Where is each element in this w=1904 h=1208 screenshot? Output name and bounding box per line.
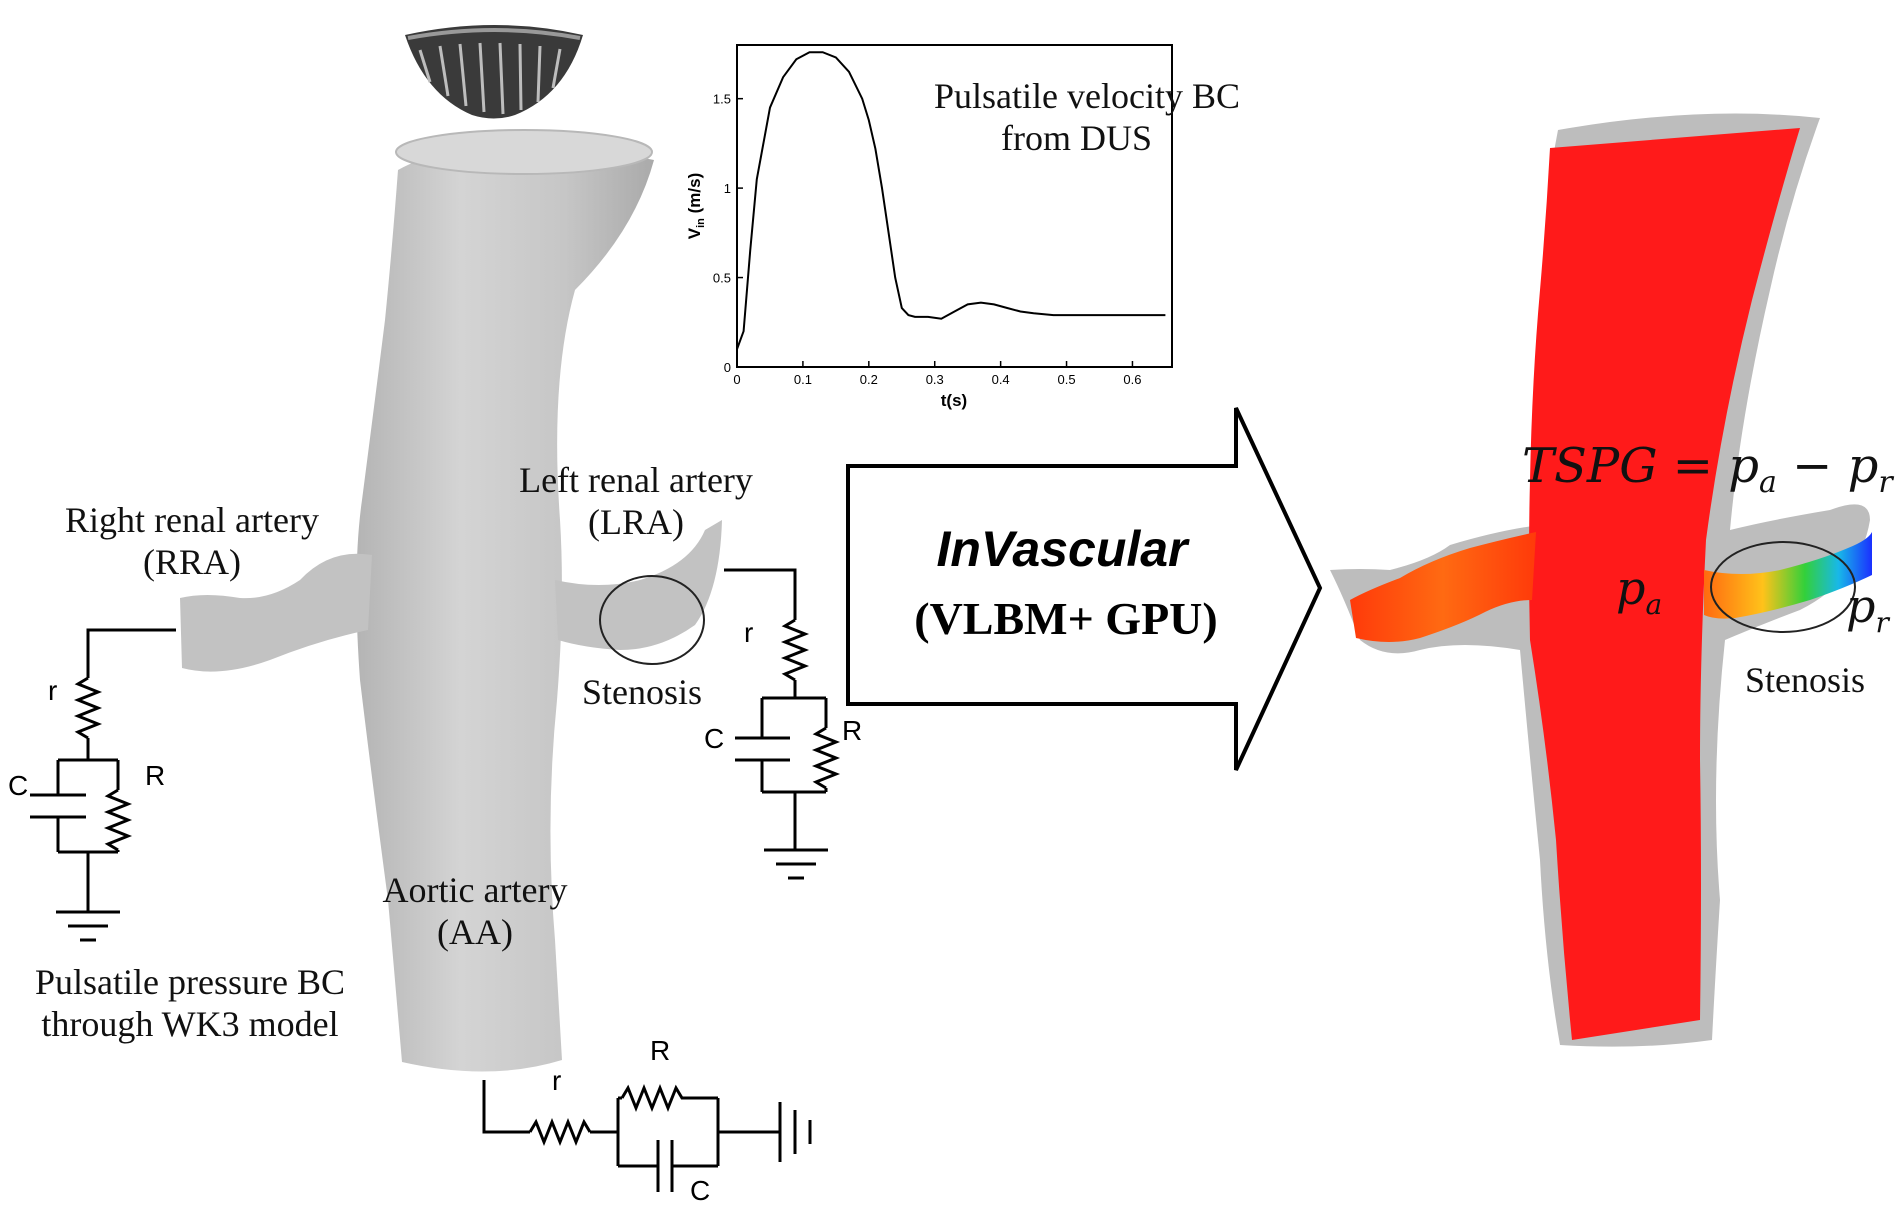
right-vessel-rra-region: [1350, 532, 1536, 642]
x-tick-label: 0.1: [794, 372, 812, 387]
label-pr-sub: r: [1875, 606, 1890, 639]
chart-y-axis-label: Vin (m/s): [685, 173, 707, 239]
label-right-renal-artery: Right renal artery: [65, 500, 319, 540]
chart-series-line: [736, 51, 1166, 350]
label-rra: (RRA): [143, 542, 241, 582]
x-tick-label: 0.3: [926, 372, 944, 387]
y-tick-label: 0: [724, 360, 731, 375]
label-stenosis-right: Stenosis: [1745, 660, 1865, 700]
tspg-sub-r: r: [1878, 465, 1894, 500]
arrow-title-invascular: InVascular: [936, 521, 1190, 577]
x-tick-label: 0.4: [992, 372, 1010, 387]
process-arrow: InVascular (VLBM+ GPU): [846, 407, 1323, 771]
y-tick-label: 1.5: [713, 92, 731, 107]
inlet-velocity-profile: [405, 25, 583, 119]
label-pressure-bc-2: through WK3 model: [41, 1004, 338, 1044]
label-left-renal-artery: Left renal artery: [519, 460, 753, 500]
rra-r-label: r: [48, 675, 57, 706]
aa-r-label: r: [552, 1065, 561, 1096]
tspg-minus: − p: [1777, 438, 1878, 494]
chart-y-label-main: V: [685, 227, 704, 239]
label-aa: (AA): [437, 912, 513, 952]
label-aortic-artery: Aortic artery: [383, 870, 568, 910]
label-stenosis-left: Stenosis: [582, 672, 702, 712]
x-tick-label: 0.2: [860, 372, 878, 387]
wk3-circuit-rra: r C R: [8, 628, 176, 942]
x-tick-label: 0: [733, 372, 740, 387]
label-pr: pr: [1846, 579, 1890, 639]
chart-frame: [736, 44, 1173, 368]
right-vessel-stenosis-region: [1704, 532, 1872, 619]
rra-c-label: C: [8, 770, 28, 801]
right-vessel-red-body: [1529, 128, 1800, 1040]
y-tick-label: 0.5: [713, 271, 731, 286]
chart-x-axis-label: t(s): [941, 391, 967, 410]
aa-C-label: C: [690, 1175, 710, 1206]
wk3-circuit-lra: r C R: [704, 568, 862, 880]
label-pa: pa: [1616, 561, 1662, 621]
right-vessel-result: [1330, 113, 1872, 1047]
x-tick-label: 0.5: [1058, 372, 1076, 387]
label-pa-main: p: [1616, 561, 1645, 615]
stenosis-circle-left: [599, 575, 705, 665]
lra-r-label: r: [744, 617, 753, 648]
label-pressure-bc-1: Pulsatile pressure BC: [35, 962, 345, 1002]
rra-R-label: R: [145, 760, 165, 791]
label-velocity-bc-1: Pulsatile velocity BC: [934, 76, 1240, 116]
x-tick-label: 0.6: [1123, 372, 1141, 387]
left-vessel-model: [180, 25, 722, 1072]
aorta-body: [356, 144, 654, 1072]
lra-branch: [555, 520, 722, 650]
tspg-sub-a: a: [1759, 465, 1777, 500]
label-lra: (LRA): [588, 502, 684, 542]
lra-c-label: C: [704, 723, 724, 754]
label-velocity-bc-2: from DUS: [1001, 118, 1152, 158]
tspg-equation-main: TSPG = p: [1522, 438, 1759, 494]
stenosis-circle-right: [1710, 541, 1856, 633]
rra-branch: [180, 553, 372, 672]
label-pr-main: p: [1846, 579, 1875, 633]
tspg-equation: TSPG = pa − pr: [1522, 438, 1894, 500]
chart-y-label-units: (m/s): [685, 173, 704, 218]
lra-R-label: R: [842, 715, 862, 746]
arrow-subtitle: (VLBM+ GPU): [914, 593, 1217, 644]
y-tick-label: 1: [724, 181, 731, 196]
label-pa-sub: a: [1645, 588, 1662, 621]
aa-R-label: R: [650, 1035, 670, 1066]
chart-y-label-sub: in: [695, 218, 707, 228]
chart-ticks: 0 0.1 0.2 0.3 0.4 0.5 0.6 0 0.5 1 1.5: [713, 92, 1142, 387]
velocity-chart: 0 0.1 0.2 0.3 0.4 0.5 0.6 0 0.5 1 1.5 t(s) Vin (m/…: [685, 44, 1240, 410]
wk3-circuit-aa: r R C: [482, 1035, 812, 1206]
